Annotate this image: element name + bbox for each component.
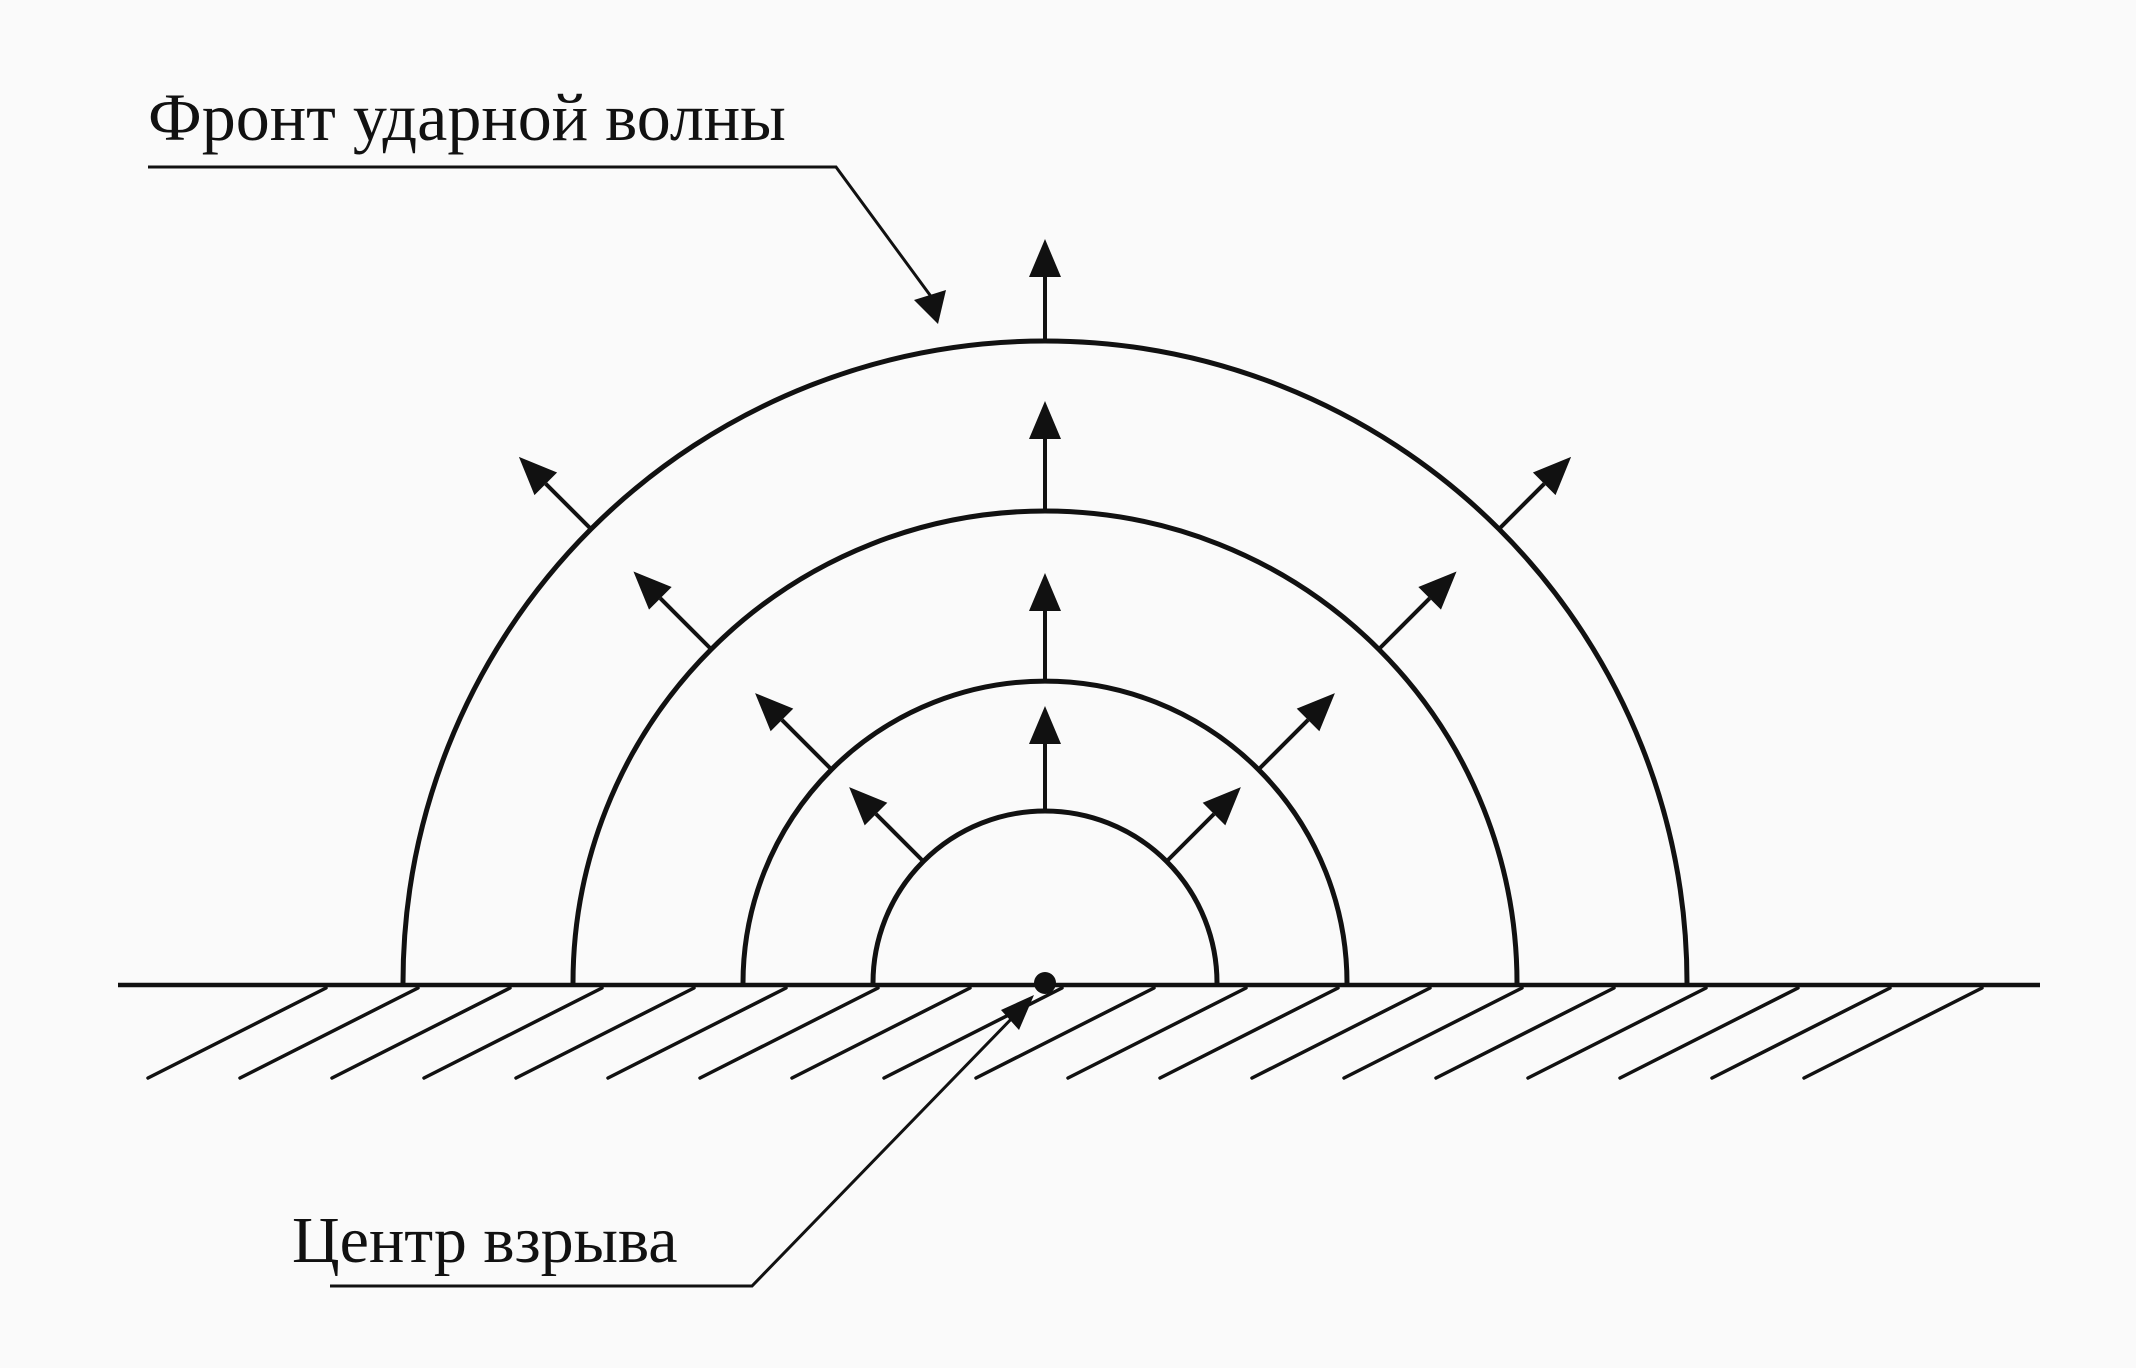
wave-front-1 xyxy=(870,808,1220,984)
hatch-line xyxy=(1250,986,1432,1080)
ground-hatching xyxy=(146,986,1984,1080)
hatch-line xyxy=(790,986,972,1080)
arrow-head-wave-front-2-upleft xyxy=(755,693,794,732)
arrow-head-wave-front-3-upleft xyxy=(633,571,672,610)
arrow-shaft-shock-front-outer-upright xyxy=(1497,482,1546,531)
arrow-head-wave-front-2-up xyxy=(1029,573,1061,611)
hatch-line xyxy=(1158,986,1340,1080)
explosion-center-arrowhead xyxy=(1001,995,1034,1030)
hatch-line xyxy=(238,986,420,1080)
arrow-head-wave-front-3-upright xyxy=(1418,571,1457,610)
hatch-line xyxy=(974,986,1156,1080)
arrow-head-wave-front-1-upleft xyxy=(849,787,888,826)
arrow-head-wave-front-3-up xyxy=(1029,401,1061,439)
explosion-center-label: Центр взрыва xyxy=(292,1204,678,1277)
hatch-line xyxy=(1710,986,1892,1080)
hatch-line xyxy=(514,986,696,1080)
propagation-arrows xyxy=(518,239,1572,863)
arrow-shaft-shock-front-outer-upleft xyxy=(544,482,593,531)
hatch-line xyxy=(1802,986,1984,1080)
arrow-head-shock-front-outer-up xyxy=(1029,239,1061,277)
hatch-line xyxy=(1066,986,1248,1080)
arrow-shaft-wave-front-3-upleft xyxy=(658,596,713,651)
hatch-line xyxy=(1342,986,1524,1080)
hatch-line xyxy=(146,986,328,1080)
explosion-center-dot xyxy=(1034,972,1056,994)
arrow-shaft-wave-front-3-upright xyxy=(1377,596,1432,651)
shock-front-arrowhead xyxy=(914,290,946,324)
arrow-head-shock-front-outer-upright xyxy=(1532,456,1572,496)
hatch-line xyxy=(1434,986,1616,1080)
arrow-shaft-wave-front-1-upleft xyxy=(874,812,925,863)
arrow-shaft-wave-front-2-upright xyxy=(1257,718,1310,771)
arrow-head-wave-front-1-upright xyxy=(1202,787,1241,826)
hatch-line xyxy=(698,986,880,1080)
hatch-line xyxy=(422,986,604,1080)
arrow-head-wave-front-1-up xyxy=(1029,706,1061,744)
hatch-line xyxy=(330,986,512,1080)
explosion-center-leader xyxy=(330,995,1034,1288)
hatch-line xyxy=(882,986,1064,1080)
arrow-shaft-wave-front-2-upleft xyxy=(780,718,833,771)
arrow-head-wave-front-2-upright xyxy=(1296,693,1335,732)
hatch-line xyxy=(1526,986,1708,1080)
shock-front-leader xyxy=(148,165,946,324)
hatch-line xyxy=(606,986,788,1080)
shock-front-label: Фронт ударной волны xyxy=(148,79,786,155)
hatch-line xyxy=(1618,986,1800,1080)
arrow-shaft-wave-front-1-upright xyxy=(1165,812,1216,863)
arrow-head-shock-front-outer-upleft xyxy=(518,456,558,496)
